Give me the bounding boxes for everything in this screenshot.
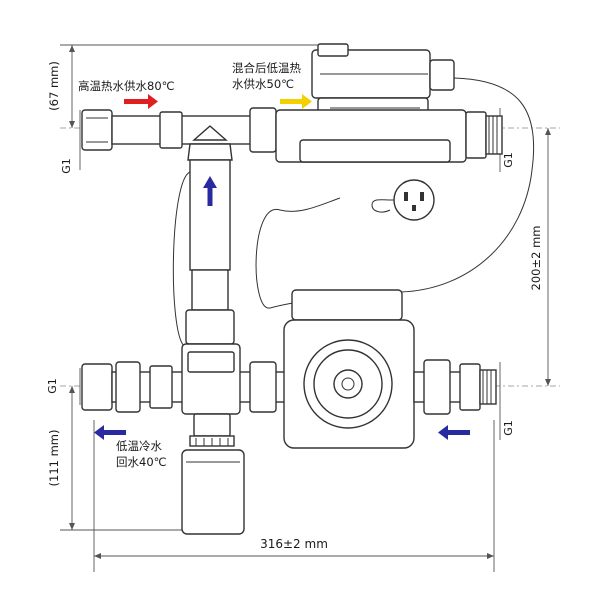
cold-return-label-line1: 低温冷水	[116, 439, 162, 453]
dimension-overall-width: 316±2 mm	[260, 537, 328, 551]
mixed-supply-label-line2: 水供水50℃	[232, 77, 294, 91]
thread-label-top-right: G1	[502, 152, 515, 168]
dimension-top-offset: (67 mm)	[47, 61, 61, 111]
power-plug-icon	[371, 179, 435, 221]
thread-label-bottom-right: G1	[502, 420, 515, 436]
dimension-pipe-spacing: 200±2 mm	[529, 226, 543, 291]
mixed-supply-arrow	[280, 94, 312, 109]
thread-fitting-bottom-right	[479, 369, 497, 405]
hot-supply-arrow	[124, 94, 158, 109]
thread-fitting-top-right	[485, 115, 503, 155]
thermostat-knob	[181, 449, 245, 535]
cold-return-label-line2: 回水40℃	[116, 455, 167, 469]
dimension-bottom-offset: (111 mm)	[47, 430, 61, 487]
upper-supply-pipe	[81, 107, 503, 163]
pump-outlet-pipe	[413, 359, 497, 415]
riser-up-arrow	[203, 176, 217, 206]
pump-inlet-arrow	[438, 425, 470, 440]
cold-return-arrow	[94, 425, 126, 440]
mixing-valve-body	[181, 343, 241, 447]
mixed-supply-label-line1: 混合后低温热	[232, 61, 301, 75]
thread-label-bottom-left: G1	[46, 378, 59, 394]
hot-supply-label: 高温热水供水80℃	[78, 79, 175, 93]
arrow-icon	[94, 94, 470, 440]
bypass-hose	[172, 171, 191, 347]
vertical-riser	[185, 125, 235, 345]
circulation-pump	[283, 289, 415, 449]
thread-label-top-left: G1	[60, 158, 73, 174]
